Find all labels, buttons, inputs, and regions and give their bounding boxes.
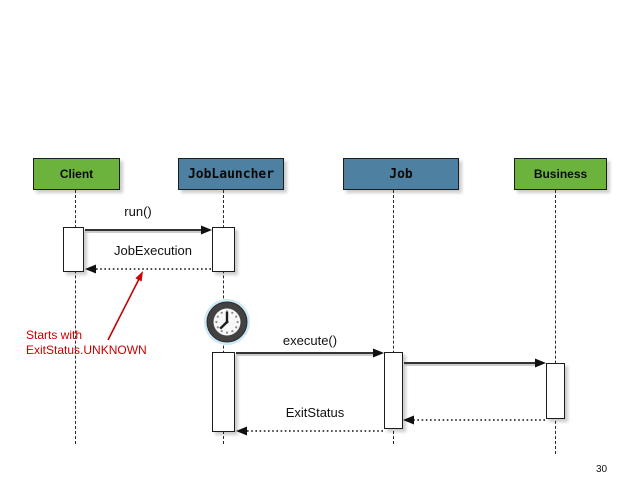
participant-job-label: Job: [389, 166, 413, 182]
participant-client: Client: [33, 158, 120, 190]
activation-joblauncher-2: [212, 352, 235, 432]
participant-joblauncher: JobLauncher: [178, 158, 284, 190]
message-exitstatus-label: ExitStatus: [285, 405, 345, 420]
activation-job: [384, 352, 403, 429]
annotation-line-2: ExitStatus.UNKNOWN: [26, 343, 147, 357]
participant-joblauncher-label: JobLauncher: [187, 166, 275, 182]
participant-client-label: Client: [59, 167, 94, 181]
participant-job: Job: [343, 158, 459, 190]
message-jobexecution-label: JobExecution: [113, 243, 193, 258]
participant-business: Business: [514, 158, 607, 190]
lifeline-business: [555, 190, 556, 454]
message-jobexecution-arrow: [85, 264, 211, 274]
message-job-to-business-arrow: [404, 358, 546, 368]
clock-icon: [204, 299, 250, 345]
activation-business: [546, 363, 565, 419]
message-business-return-arrow: [403, 415, 545, 425]
message-execute-label: execute(): [282, 333, 338, 348]
participant-business-label: Business: [533, 167, 588, 181]
annotation-note: Starts with ExitStatus.UNKNOWN: [26, 328, 147, 358]
page-number: 30: [596, 464, 608, 475]
message-run-label: run(): [124, 204, 152, 219]
annotation-line-1: Starts with: [26, 328, 83, 342]
lifeline-client: [75, 190, 76, 444]
message-execute-arrow: [236, 348, 384, 358]
lifeline-job: [393, 190, 394, 444]
message-exitstatus-arrow: [236, 426, 383, 436]
activation-joblauncher-1: [212, 227, 235, 272]
message-run-arrow: [85, 225, 212, 235]
activation-client: [63, 227, 84, 272]
